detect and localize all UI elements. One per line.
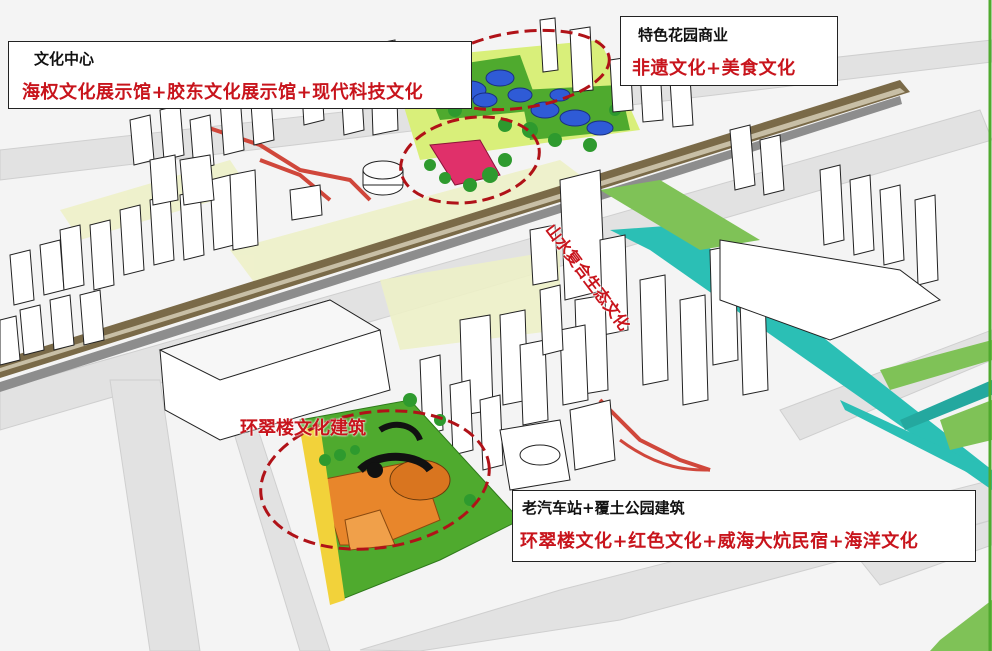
green-belts xyxy=(600,180,992,651)
rotunda xyxy=(362,160,404,196)
old-bus-station-title: 老汽车站+覆土公园建筑 xyxy=(522,499,685,517)
culture-center-label-box xyxy=(8,41,472,109)
warehouse-block xyxy=(158,299,391,441)
large-block-right xyxy=(719,239,942,341)
culture-center-title: 文化中心 xyxy=(34,50,95,68)
old-bus-station-subtitle: 环翠楼文化+红色文化+威海大炕民宿+海洋文化 xyxy=(520,531,919,552)
garden-commerce-subtitle: 非遗文化+美食文化 xyxy=(632,58,796,79)
dashed-ellipse-icon xyxy=(399,115,541,205)
buildings-hub xyxy=(499,399,616,491)
dashed-ellipse-icon xyxy=(259,409,491,551)
huancuilou-park xyxy=(299,393,521,605)
old-bus-station-label-box xyxy=(512,490,976,562)
huancuilou-label: 环翠楼文化建筑 xyxy=(240,418,366,439)
railway xyxy=(0,80,910,392)
garden-commerce-label-box xyxy=(620,16,838,86)
road-curve xyxy=(619,438,711,472)
garden-commerce-title: 特色花园商业 xyxy=(638,26,729,44)
water-channels xyxy=(610,225,992,490)
culture-center-subtitle: 海权文化展示馆+胶东文化展示馆+现代科技文化 xyxy=(22,82,424,103)
